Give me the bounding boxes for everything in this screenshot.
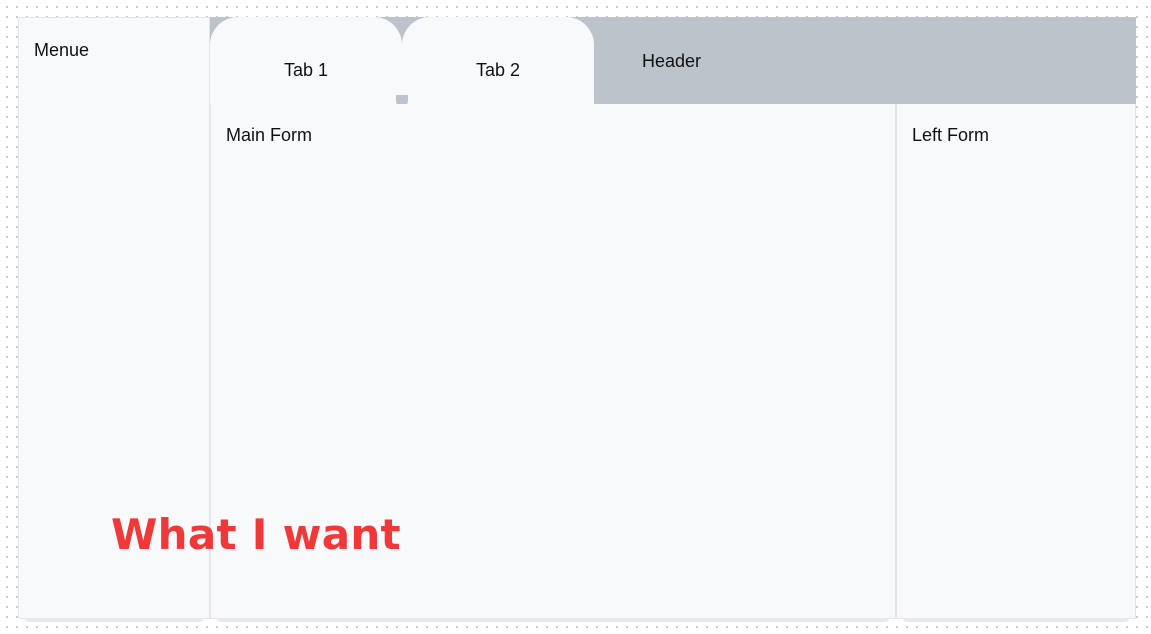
main-form-title: Main Form	[226, 125, 313, 145]
header-bar: Tab 1 Tab 2 Header	[210, 17, 1136, 105]
tab-separator	[396, 95, 408, 105]
menu-title: Menue	[34, 40, 90, 60]
tab-2-label: Tab 2	[475, 59, 521, 80]
tab-1[interactable]: Tab 1	[210, 17, 402, 105]
menu-panel: Menue	[18, 17, 210, 622]
tab-1-label: Tab 1	[283, 59, 329, 80]
left-form-panel: Left Form	[896, 104, 1136, 622]
annotation-text: What I want	[111, 510, 401, 559]
tab-2[interactable]: Tab 2	[402, 17, 594, 105]
header-title: Header	[642, 51, 702, 71]
left-form-title: Left Form	[912, 125, 990, 145]
main-form-panel: Main Form	[210, 104, 896, 622]
